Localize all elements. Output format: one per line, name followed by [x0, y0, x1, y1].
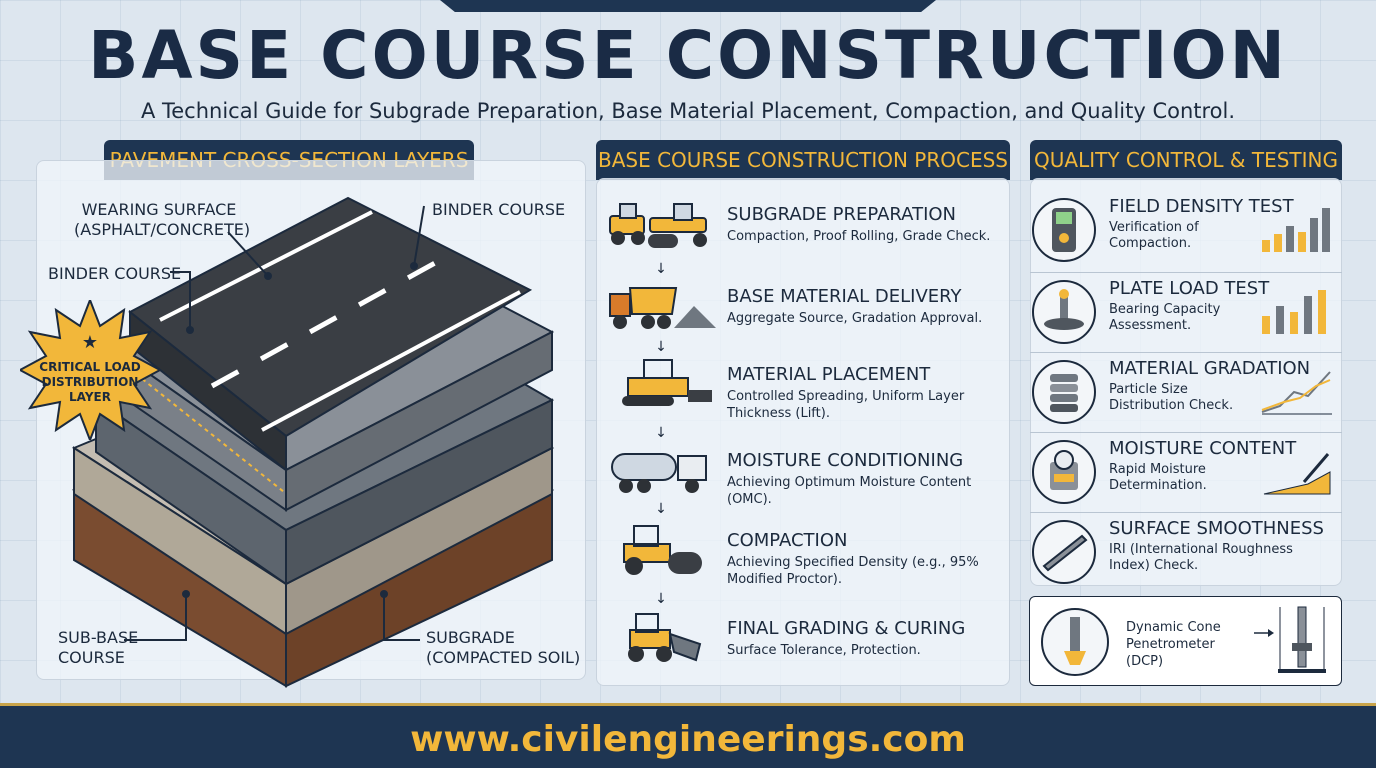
step-title: BASE MATERIAL DELIVERY [727, 286, 962, 307]
bar-chart-icon [1262, 208, 1330, 252]
qc-item-3: MATERIAL GRADATION Particle Size Distrib… [1030, 354, 1340, 432]
leader-subgrade [383, 594, 420, 641]
process-step-5: COMPACTION Achieving Specified Density (… [600, 522, 1020, 602]
gradation-curve-icon [1261, 371, 1332, 415]
page-subtitle: A Technical Guide for Subgrade Preparati… [140, 99, 1236, 123]
label-subgrade: SUBGRADE (COMPACTED SOIL) [426, 628, 581, 667]
grader-roller-icon [609, 203, 707, 248]
qc-title: MATERIAL GRADATION [1109, 358, 1311, 379]
footer: www.civilengineerings.com [0, 703, 1376, 768]
label-binder-course-left: BINDER COURSE [48, 264, 182, 283]
qc-divider [1030, 432, 1342, 433]
arrow-down-icon: ↓ [655, 425, 667, 441]
step-title: SUBGRADE PREPARATION [727, 204, 957, 225]
bar-chart-icon [1262, 290, 1326, 334]
arrow-right-icon [1254, 629, 1274, 637]
wearing-surface-left [129, 309, 287, 473]
arrow-down-icon: ↓ [655, 501, 667, 517]
leader-sub-base [124, 594, 187, 641]
density-gauge-icon [1032, 198, 1096, 262]
qc-item-1: FIELD DENSITY TEST Verification of Compa… [1030, 192, 1340, 270]
qc-divider [1030, 352, 1342, 353]
moisture-meter-icon [1032, 440, 1096, 504]
qc-desc: Rapid Moisture Determination. [1109, 462, 1207, 493]
step-desc: Controlled Spreading, Uniform Layer Thic… [727, 389, 965, 421]
step-desc: Achieving Optimum Moisture Content (OMC)… [727, 475, 972, 507]
process-panel [596, 178, 1010, 686]
step-title: FINAL GRADING & CURING [727, 618, 966, 639]
page-title: BASE COURSE CONSTRUCTION [88, 17, 1288, 94]
arrow-down-icon: ↓ [655, 591, 667, 607]
dcp-icon [1041, 608, 1109, 676]
paver-icon [622, 359, 712, 406]
process-step-1: SUBGRADE PREPARATION Compaction, Proof R… [600, 196, 1020, 276]
section-header-process: BASE COURSE CONSTRUCTION PROCESS [596, 140, 1010, 180]
qc-desc: IRI (International Roughness Index) Chec… [1109, 542, 1293, 573]
qc-title: FIELD DENSITY TEST [1109, 196, 1294, 217]
qc-item-2: PLATE LOAD TEST Bearing Capacity Assessm… [1030, 274, 1340, 352]
qc-title: SURFACE SMOOTHNESS [1109, 518, 1324, 539]
process-step-2: BASE MATERIAL DELIVERY Aggregate Source,… [600, 278, 1020, 358]
step-title: MATERIAL PLACEMENT [727, 364, 931, 385]
edge-line-right [261, 290, 521, 432]
critical-starburst: ★ [20, 300, 160, 440]
process-step-6: FINAL GRADING & CURING Surface Tolerance… [600, 610, 1020, 690]
qc-item-5: SURFACE SMOOTHNESS IRI (International Ro… [1030, 514, 1340, 592]
critical-label: CRITICAL LOAD DISTRIBUTION LAYER [39, 360, 141, 404]
probe-icon [1263, 453, 1331, 495]
plate-load-icon [1032, 280, 1096, 344]
top-decoration [440, 0, 936, 12]
section-header-quality: QUALITY CONTROL & TESTING [1030, 140, 1342, 180]
step-desc: Aggregate Source, Gradation Approval. [727, 311, 983, 326]
step-desc: Achieving Specified Density (e.g., 95% M… [727, 555, 979, 587]
pavement-cross-section [71, 196, 555, 688]
qc-divider [1030, 512, 1342, 513]
dcp-label: Dynamic Cone Penetrometer (DCP) [1126, 620, 1221, 669]
arrow-down-icon: ↓ [655, 261, 667, 277]
dump-truck-icon [609, 287, 716, 329]
label-binder-course-right: BINDER COURSE [432, 200, 566, 219]
process-step-3: MATERIAL PLACEMENT Controlled Spreading,… [600, 356, 1020, 436]
water-truck-icon [611, 453, 707, 493]
qc-desc: Bearing Capacity Assessment. [1109, 302, 1221, 333]
leader-binder-left [170, 271, 191, 330]
roller-icon [623, 525, 702, 575]
step-desc: Compaction, Proof Rolling, Grade Check. [727, 229, 991, 244]
step-title: COMPACTION [727, 530, 848, 551]
penetrometer-icon [1278, 606, 1326, 673]
arrow-down-icon: ↓ [655, 339, 667, 355]
label-wearing-surface: WEARING SURFACE (ASPHALT/CONCRETE) [74, 200, 251, 239]
qc-title: PLATE LOAD TEST [1109, 278, 1270, 299]
qc-item-4: MOISTURE CONTENT Rapid Moisture Determin… [1030, 434, 1340, 512]
qc-divider [1030, 272, 1342, 273]
leader-wearing [227, 231, 269, 277]
sieve-stack-icon [1032, 360, 1096, 424]
straightedge-icon [1032, 520, 1096, 584]
base-course-layer-right [285, 398, 553, 586]
leader-binder-right [413, 205, 425, 267]
center-line [210, 255, 446, 389]
process-step-4: MOISTURE CONDITIONING Achieving Optimum … [600, 442, 1020, 522]
star-icon: ★ [82, 332, 98, 353]
loader-icon [628, 613, 702, 662]
qc-desc: Particle Size Distribution Check. [1109, 382, 1234, 413]
qc-title: MOISTURE CONTENT [1109, 438, 1297, 459]
footer-url[interactable]: www.civilengineerings.com [410, 719, 966, 760]
dcp-box: Dynamic Cone Penetrometer (DCP) [1029, 596, 1342, 686]
step-title: MOISTURE CONDITIONING [727, 450, 964, 471]
edge-line-left [159, 210, 373, 322]
binder-layer-right [285, 330, 553, 512]
qc-desc: Verification of Compaction. [1109, 220, 1199, 251]
label-sub-base: SUB-BASE COURSE [58, 628, 139, 667]
step-desc: Surface Tolerance, Protection. [727, 643, 921, 658]
